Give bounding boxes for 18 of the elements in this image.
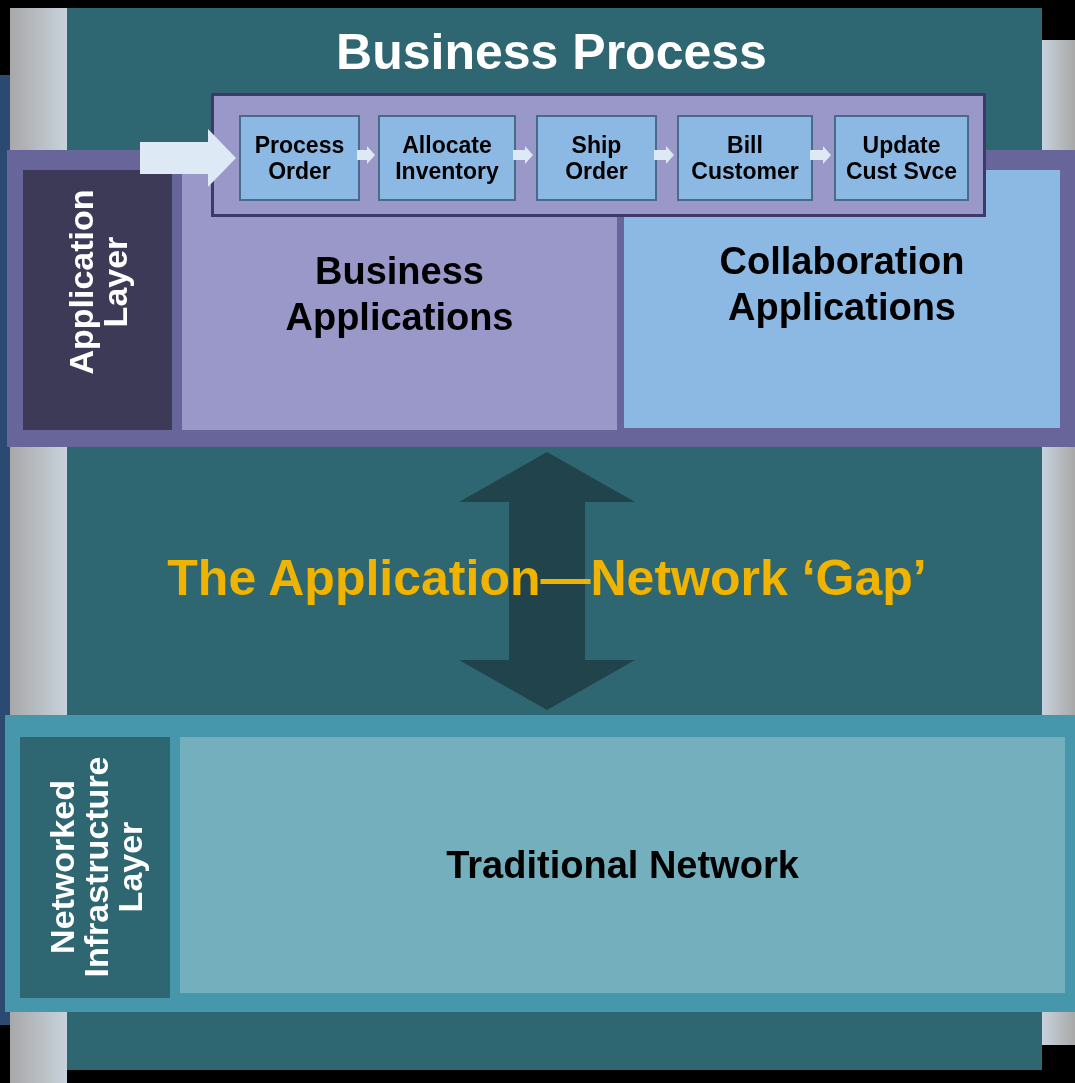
- arrow: [459, 452, 635, 710]
- arrow: [140, 129, 236, 187]
- layer-label-box: [23, 170, 172, 430]
- process-step-box: Ship Order: [536, 115, 657, 201]
- process-step-box: Allocate Inventory: [378, 115, 516, 201]
- arrow: [357, 146, 375, 164]
- process-step-box: Bill Customer: [677, 115, 813, 201]
- gap-label: The Application—Network ‘Gap’: [166, 549, 928, 608]
- panel-heading: Business Process: [335, 24, 768, 80]
- process-step-box: Process Order: [239, 115, 360, 201]
- layer-label-box: [20, 737, 170, 998]
- arrow: [513, 146, 533, 164]
- application-box: Traditional Network: [180, 737, 1065, 993]
- layer-band: [5, 715, 1075, 1012]
- arrow: [810, 146, 831, 164]
- layer-label: Application Layer: [63, 188, 132, 377]
- process-step-box: Update Cust Svce: [834, 115, 969, 201]
- arrow: [654, 146, 674, 164]
